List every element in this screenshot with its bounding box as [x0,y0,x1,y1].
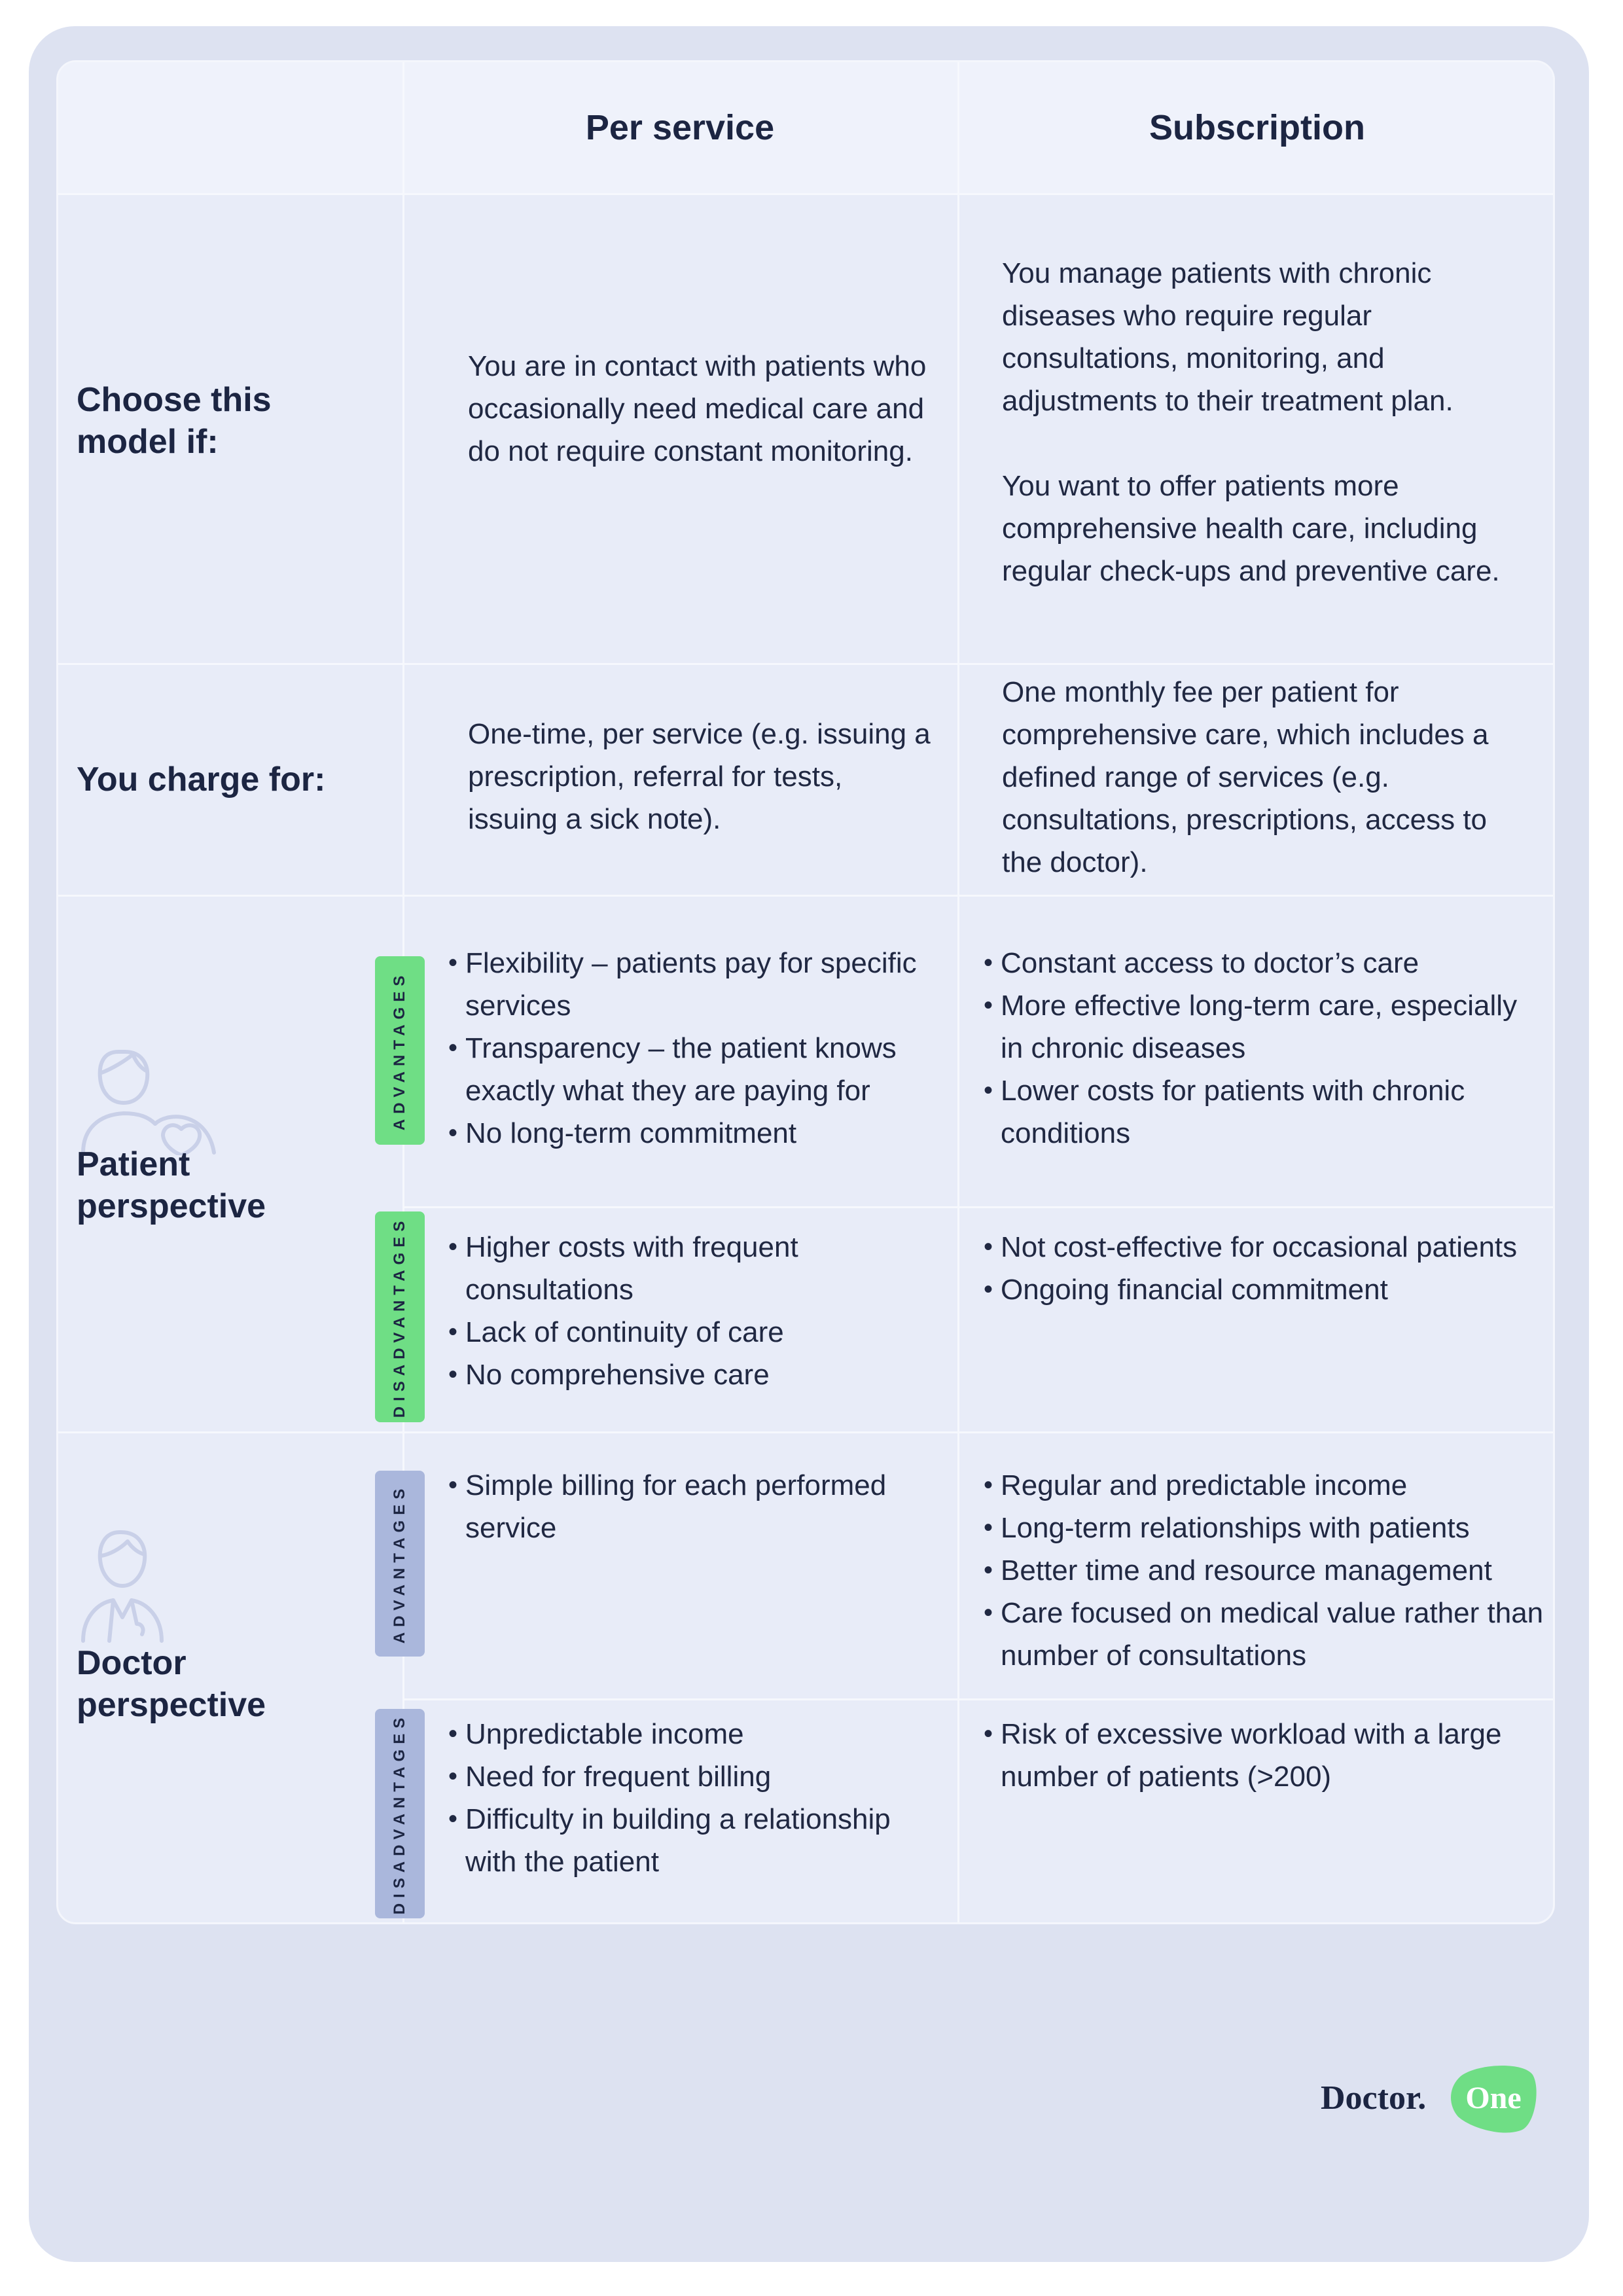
list-item: No comprehensive care [448,1354,933,1396]
disadvantages-tag: DISADVANTAGES [375,1709,425,1918]
divider-horizontal [58,663,1553,665]
list-item: Transparency – the patient knows exactly… [448,1027,952,1112]
choose-subscription-paragraph: You want to offer patients more comprehe… [1002,470,1500,587]
list-item: Risk of excessive workload with a large … [984,1713,1533,1798]
list-item: Simple billing for each performed servic… [448,1464,933,1549]
divider-horizontal [58,895,1553,897]
doctor-per-service-disadvantages: Unpredictable income Need for frequent b… [448,1713,933,1883]
doctor-subscription-disadvantages: Risk of excessive workload with a large … [984,1713,1533,1798]
list-item: Difficulty in building a relationship wi… [448,1798,933,1883]
disadvantages-tag: DISADVANTAGES [375,1211,425,1422]
advantages-tag: ADVANTAGES [375,1471,425,1657]
list-item: Higher costs with frequent consultations [448,1226,933,1311]
comparison-table: Per service Subscription Choose this mod… [56,60,1555,1924]
logo-text: Doctor. [1321,2079,1427,2117]
column-header-per-service: Per service [585,108,775,147]
list-item: Lack of continuity of care [448,1311,933,1354]
patient-per-service-advantages: Flexibility – patients pay for specific … [448,942,952,1155]
choose-subscription-paragraph: You manage patients with chronic disease… [1002,257,1454,417]
list-item: Unpredictable income [448,1713,933,1755]
list-item: Not cost-effective for occasional patien… [984,1226,1553,1268]
doctor-icon [81,1530,164,1643]
choose-subscription-text: You manage patients with chronic disease… [1002,252,1539,592]
list-item: Need for frequent billing [448,1755,933,1798]
list-item: Constant access to doctor’s care [984,942,1533,984]
patient-heart-icon [81,1050,216,1155]
patient-subscription-advantages: Constant access to doctor’s care More ef… [984,942,1533,1155]
divider-horizontal [402,1698,1553,1700]
divider-horizontal [58,1431,1553,1433]
row-label-charge: You charge for: [77,761,326,798]
list-item: Lower costs for patients with chronic co… [984,1069,1533,1155]
patient-per-service-disadvantages: Higher costs with frequent consultations… [448,1226,933,1396]
charge-per-service-text: One-time, per service (e.g. issuing a pr… [468,718,931,835]
divider-vertical [957,62,959,1922]
list-item: No long-term commitment [448,1112,952,1155]
row-label-doctor: Doctor perspective [77,1644,266,1724]
divider-horizontal [58,193,1553,195]
list-item: Better time and resource management [984,1549,1546,1592]
logo-blob-icon [1451,2066,1537,2133]
list-item: Ongoing financial commitment [984,1268,1553,1311]
list-item: Regular and predictable income [984,1464,1546,1507]
brand-logo: Doctor. One [1321,2060,1537,2139]
charge-subscription-text: One monthly fee per patient for comprehe… [1002,676,1489,878]
choose-per-service-text: You are in contact with patients who occ… [468,350,927,467]
table-header [58,62,1553,193]
doctor-subscription-advantages: Regular and predictable income Long-term… [984,1464,1546,1677]
divider-horizontal [402,1206,1553,1208]
doctor-per-service-advantages: Simple billing for each performed servic… [448,1464,933,1549]
advantages-tag: ADVANTAGES [375,956,425,1145]
list-item: Care focused on medical value rather tha… [984,1592,1546,1677]
column-header-subscription: Subscription [1149,108,1365,147]
list-item: Long-term relationships with patients [984,1507,1546,1549]
row-label-patient: Patient perspective [77,1145,266,1225]
list-item: More effective long-term care, especiall… [984,984,1533,1069]
row-label-choose: Choose this model if: [77,381,272,461]
list-item: Flexibility – patients pay for specific … [448,942,952,1027]
patient-subscription-disadvantages: Not cost-effective for occasional patien… [984,1226,1553,1311]
logo-badge: One [1465,2081,1522,2115]
